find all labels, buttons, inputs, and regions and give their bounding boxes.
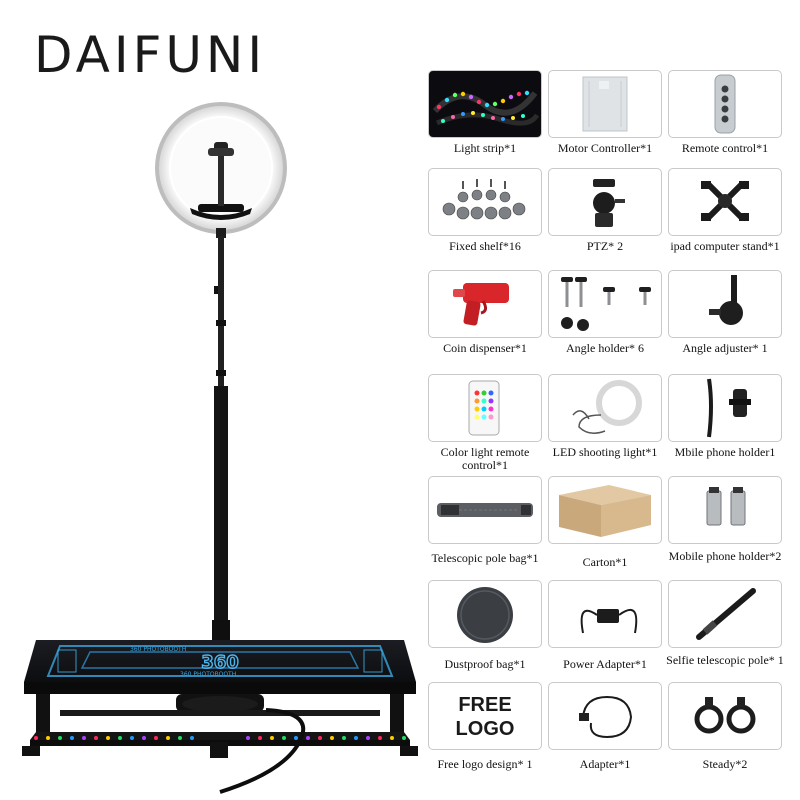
platform-brand-mark: 360	[201, 652, 239, 673]
light-strip-icon	[428, 70, 542, 138]
accessory-label: ipad computer stand*1	[670, 239, 780, 253]
pole-bag-icon	[428, 476, 542, 544]
mobile-holder-icon	[668, 374, 782, 442]
platform-ring-text-bottom: 360 PHOTOBOOTH	[180, 671, 236, 678]
accessory-label: Mobile phone holder*2	[668, 549, 782, 563]
accessory-label: Light strip*1	[453, 141, 517, 155]
platform-base	[22, 694, 418, 758]
led-ring-light-icon	[548, 374, 662, 442]
free-logo-line2: LOGO	[456, 718, 515, 740]
ipad-stand-icon	[668, 168, 782, 236]
carton-icon	[548, 476, 662, 544]
accessory-label: Motor Controller*1	[557, 141, 653, 155]
fixed-shelf-icon	[428, 168, 542, 236]
selfie-pole-icon	[668, 580, 782, 648]
free-logo-icon: FREE LOGO	[428, 682, 542, 750]
accessory-label: LED shooting light*1	[552, 445, 658, 459]
accessory-label: Angle adjuster* 1	[682, 341, 768, 355]
angle-adjuster-icon	[668, 270, 782, 338]
coin-dispenser-icon	[428, 270, 542, 338]
adapter-icon	[548, 682, 662, 750]
accessory-label: Fixed shelf*16	[449, 239, 521, 253]
accessory-label: Mbile phone holder1	[674, 445, 776, 459]
color-remote-icon	[428, 374, 542, 442]
accessory-label: Coin dispenser*1	[443, 341, 527, 355]
motor-controller-icon	[548, 70, 662, 138]
dustproof-bag-icon	[428, 580, 542, 648]
accessory-label: Carton*1	[582, 555, 628, 569]
power-adapter-icon	[548, 580, 662, 648]
accessory-label: Free logo design* 1	[437, 757, 533, 771]
platform-top: 360 360 PHOTOBOOTH 360 PHOTOBOOTH	[24, 640, 416, 694]
remote-control-icon	[668, 70, 782, 138]
angle-holder-icon	[548, 270, 662, 338]
accessory-label: Power Adapter*1	[563, 657, 647, 671]
accessory-label: Steady*2	[702, 757, 748, 771]
accessory-label: Dustproof bag*1	[444, 657, 526, 671]
accessory-label: Angle holder* 6	[566, 341, 644, 355]
accessory-label: Remote control*1	[681, 141, 769, 155]
accessory-label: Color light remote control*1	[440, 445, 530, 472]
accessory-label: Selfie telescopic pole* 1	[666, 653, 784, 667]
platform-ring-text-top: 360 PHOTOBOOTH	[130, 646, 186, 653]
power-cable	[219, 708, 306, 794]
free-logo-line1: FREE	[458, 694, 511, 716]
ptz-icon	[548, 168, 662, 236]
phone-clip	[208, 142, 234, 206]
rgb-led-strip	[34, 736, 406, 740]
steady-clamp-icon	[668, 682, 782, 750]
accessory-label: PTZ* 2	[586, 239, 624, 253]
telescopic-pole	[212, 228, 230, 650]
brand-logo: DAIFUNI	[34, 26, 267, 84]
accessory-label: Adapter*1	[579, 757, 631, 771]
phone-holder-pair-icon	[668, 476, 782, 544]
photobooth-product-image: 360 360 PHOTOBOOTH 360 PHOTOBOOTH	[22, 102, 418, 794]
accessory-label: Telescopic pole bag*1	[431, 551, 539, 565]
